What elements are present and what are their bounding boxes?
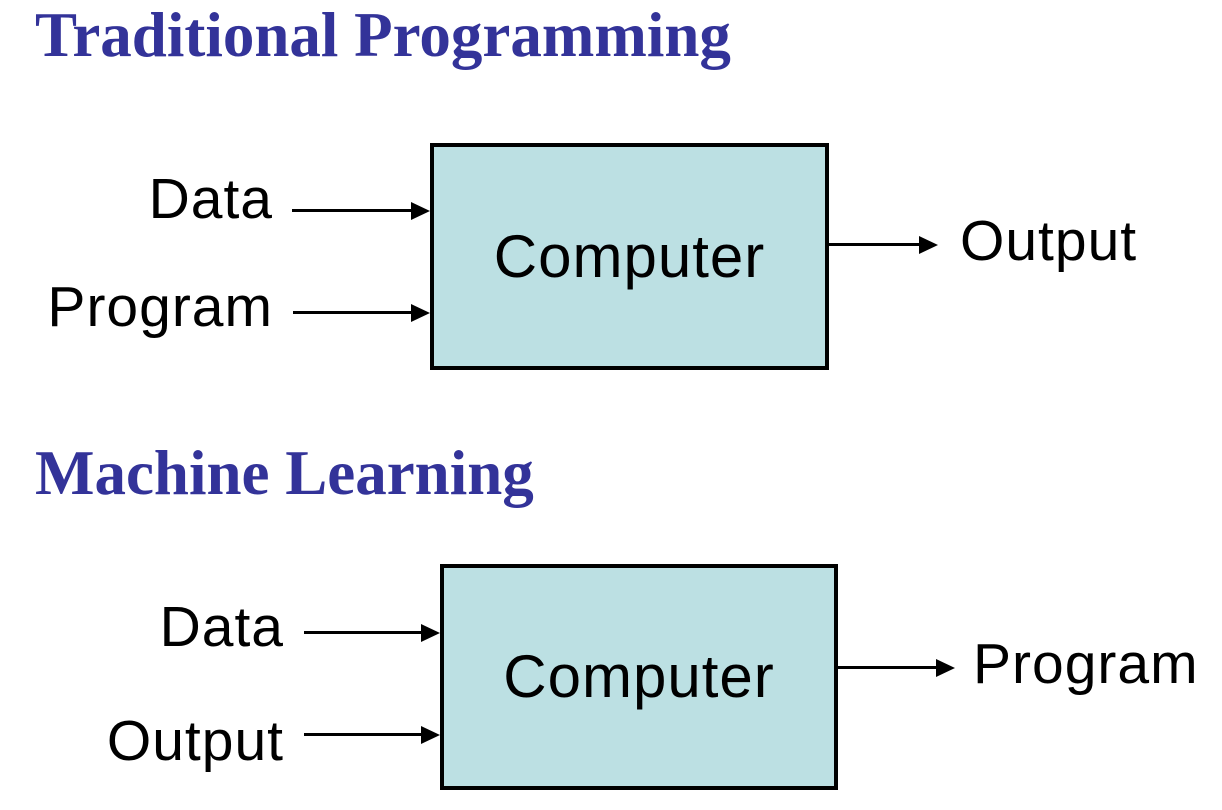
computer-box: Computer [430, 143, 829, 370]
arrow-computer-to-output-icon [829, 243, 919, 246]
input-label-output: Output [106, 709, 284, 773]
section-heading-traditional-programming: Traditional Programming [35, 0, 731, 70]
arrow-program-to-computer-icon [293, 311, 411, 314]
computer-box: Computer [440, 564, 838, 790]
arrow-computer-to-program-icon [838, 666, 936, 669]
input-label-data: Data [148, 167, 273, 231]
arrow-data-to-computer-icon [304, 631, 421, 634]
arrow-data-to-computer-icon [292, 209, 411, 212]
input-label-data: Data [159, 595, 284, 659]
computer-box-label: Computer [503, 643, 775, 710]
output-label: Program [973, 632, 1199, 696]
arrow-output-to-computer-icon [304, 733, 421, 736]
computer-box-label: Computer [493, 222, 766, 290]
section-heading-machine-learning: Machine Learning [35, 438, 534, 508]
input-label-program: Program [47, 275, 273, 339]
output-label: Output [960, 209, 1138, 273]
